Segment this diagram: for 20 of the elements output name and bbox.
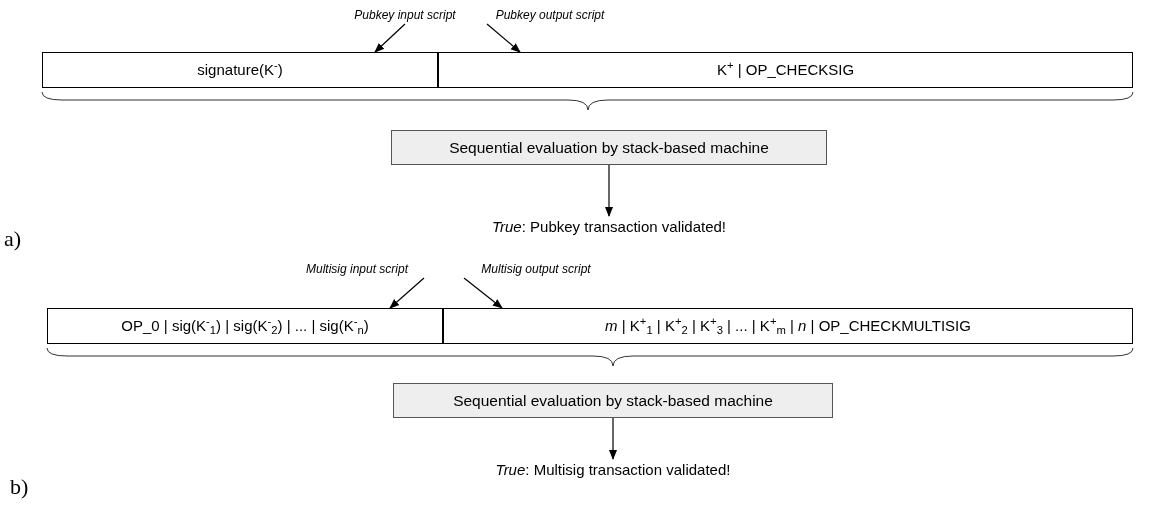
arrow [486, 23, 521, 53]
arrow [463, 277, 503, 309]
arrow [605, 164, 613, 217]
result-text: True: Pubkey transaction validated! [420, 216, 798, 238]
script-cell: K$^{+}$ | OP_CHECKSIG [438, 52, 1133, 88]
annotation-text: Multisig output script [456, 260, 616, 278]
script-cell: signature(K$^{-}$) [42, 52, 438, 88]
panel-label: b) [10, 473, 29, 501]
process-box: Sequential evaluation by stack-based machine [393, 383, 833, 418]
panel-label: a) [4, 225, 22, 253]
script-cell: OP_0 | sig(K$^{-}$$_{1}$) | sig(K$^{-}$$_{2}$) | ... | sig(K$^{-}$$_{n}$) [47, 308, 443, 344]
arrow [374, 23, 406, 53]
arrow [609, 417, 617, 460]
annotation-text: Pubkey output script [480, 6, 620, 24]
script-cell: m | K$^{+}$$_{1}$ | K$^{+}$$_{2}$ | K$^{+}$$_{3}$ | ... | K$^{+}$$_{m}$ | n | OP_CHECKMULTISIG [443, 308, 1133, 344]
result-text: True: Multisig transaction validated! [420, 459, 806, 481]
annotation-text: Pubkey input script [340, 6, 470, 24]
arrow [389, 277, 425, 309]
annotation-text: Multisig input script [282, 260, 432, 278]
process-box: Sequential evaluation by stack-based machine [391, 130, 827, 165]
